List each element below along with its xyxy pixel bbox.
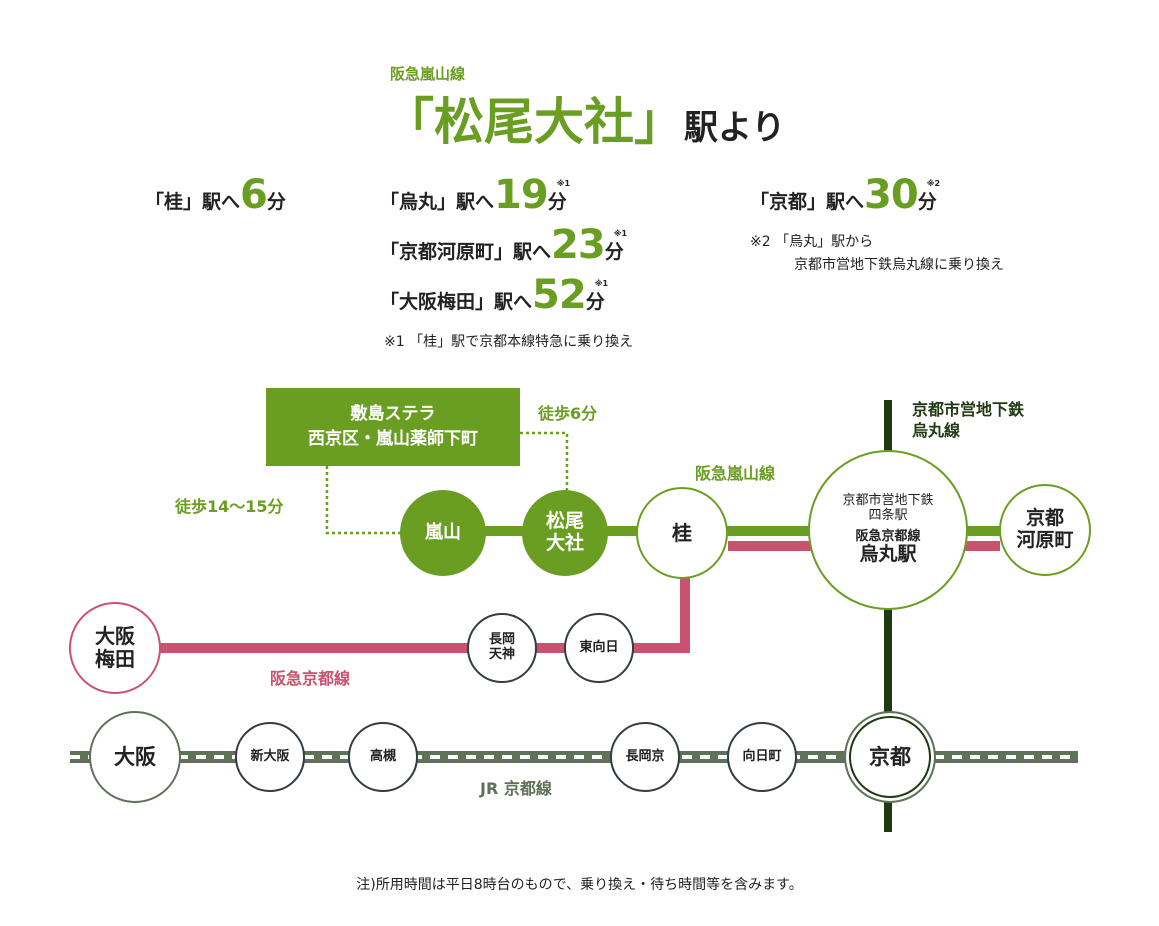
station-label: 河原町 <box>1016 529 1074 551</box>
subway-label-2: 烏丸線 <box>912 420 961 440</box>
station-osaka-umeda[interactable]: 大阪梅田 <box>69 602 161 694</box>
route-unit: 分 <box>604 241 624 263</box>
route-unit: 分 <box>917 191 937 213</box>
station-label: 阪急京都線 <box>855 528 921 544</box>
route-unit: 分 <box>266 191 286 213</box>
page-title: 「松尾大社」 駅より <box>384 82 785 154</box>
station-nagaokakyo[interactable]: 長岡京 <box>610 722 680 792</box>
walk-path-arashiyama <box>325 466 400 535</box>
station-shin-osaka[interactable]: 新大阪 <box>235 722 305 792</box>
station-karasuma[interactable]: 京都市営地下鉄 四条駅 阪急京都線 烏丸駅 <box>808 450 968 610</box>
route-mark: ※1 <box>594 279 609 288</box>
station-label: 桂 <box>672 520 692 545</box>
footer-note: 注)所用時間は平日8時台のもので、乗り換え・待ち時間等を含みます。 <box>356 877 803 893</box>
station-label: 梅田 <box>95 647 135 671</box>
station-arashiyama[interactable]: 嵐山 <box>400 490 486 576</box>
station-label: 新大阪 <box>250 748 290 764</box>
station-label: 長岡 <box>488 632 515 648</box>
station-label: 大社 <box>545 532 584 554</box>
route-mark: ※1 <box>556 179 571 188</box>
station-matsuo-taisha[interactable]: 松尾大社 <box>522 490 608 576</box>
station-label: 京都 <box>1025 507 1064 530</box>
note-2b: 京都市営地下鉄烏丸線に乗り換え <box>794 257 1004 273</box>
title-station: 「松尾大社」 <box>384 93 684 151</box>
station-takatsuki[interactable]: 高槻 <box>348 722 418 792</box>
hankyu-kyoto-line-west <box>120 560 690 653</box>
route-dest: 「烏丸」駅へ <box>380 191 495 213</box>
route-unit: 分 <box>547 191 567 213</box>
subway-label-1: 京都市営地下鉄 <box>912 400 1025 419</box>
station-kyoto[interactable]: 京都 <box>844 711 936 803</box>
property-box: 敷島ステラ 西京区・嵐山薬師下町 <box>266 388 520 466</box>
property-name: 敷島ステラ <box>350 403 436 424</box>
route-dest: 「桂」駅へ <box>145 191 241 213</box>
station-label: 嵐山 <box>425 521 461 543</box>
station-nagaoka-tenjin[interactable]: 長岡天神 <box>467 613 537 683</box>
station-katsura[interactable]: 桂 <box>636 487 728 579</box>
title-suffix: 駅より <box>684 108 786 148</box>
station-kawaramachi[interactable]: 京都河原町 <box>999 484 1091 576</box>
station-label: 高槻 <box>369 748 396 764</box>
station-label: 向日町 <box>742 748 782 764</box>
line-label-subway: 京都市営地下鉄 烏丸線 <box>912 400 1024 442</box>
station-label: 長岡京 <box>625 748 665 764</box>
note-2a: ※2 「烏丸」駅から <box>750 234 874 250</box>
station-label: 京都市営地下鉄 <box>842 492 934 508</box>
route-unit: 分 <box>585 291 605 313</box>
route-minutes: 6 <box>240 172 268 218</box>
route-minutes: 19 <box>494 172 549 218</box>
station-label: 烏丸駅 <box>859 543 917 566</box>
line-label-jr: JR 京都線 <box>480 779 552 798</box>
walk-path-matsuo <box>520 431 569 490</box>
station-label: 天神 <box>488 647 515 662</box>
route-minutes: 23 <box>551 222 606 268</box>
line-label-arashiyama: 阪急嵐山線 <box>695 464 776 483</box>
route-mark: ※2 <box>926 179 941 188</box>
station-label: 京都 <box>869 744 911 769</box>
note-1: ※1 「桂」駅で京都本線特急に乗り換え <box>384 334 634 350</box>
station-label: 大阪 <box>114 744 156 769</box>
property-location: 西京区・嵐山薬師下町 <box>308 429 478 449</box>
walk-long-label: 徒歩14〜15分 <box>175 497 284 516</box>
station-osaka[interactable]: 大阪 <box>89 711 181 803</box>
route-dest: 「京都」駅へ <box>750 191 865 213</box>
station-label: 四条駅 <box>868 507 908 523</box>
station-higashi-muko[interactable]: 東向日 <box>564 613 634 683</box>
route-dest: 「京都河原町」駅へ <box>380 241 552 263</box>
station-label: 東向日 <box>579 639 619 655</box>
station-label: 大阪 <box>95 624 135 648</box>
station-label: 松尾 <box>545 510 584 533</box>
route-minutes: 52 <box>532 272 587 318</box>
line-label-hankyu-kyoto: 阪急京都線 <box>270 669 351 688</box>
route-mark: ※1 <box>613 229 628 238</box>
route-minutes: 30 <box>864 172 919 218</box>
station-mukomachi[interactable]: 向日町 <box>727 722 797 792</box>
walk-short-label: 徒歩6分 <box>538 404 598 423</box>
route-dest: 「大阪梅田」駅へ <box>380 291 533 313</box>
header-line: 阪急嵐山線 <box>390 65 466 83</box>
